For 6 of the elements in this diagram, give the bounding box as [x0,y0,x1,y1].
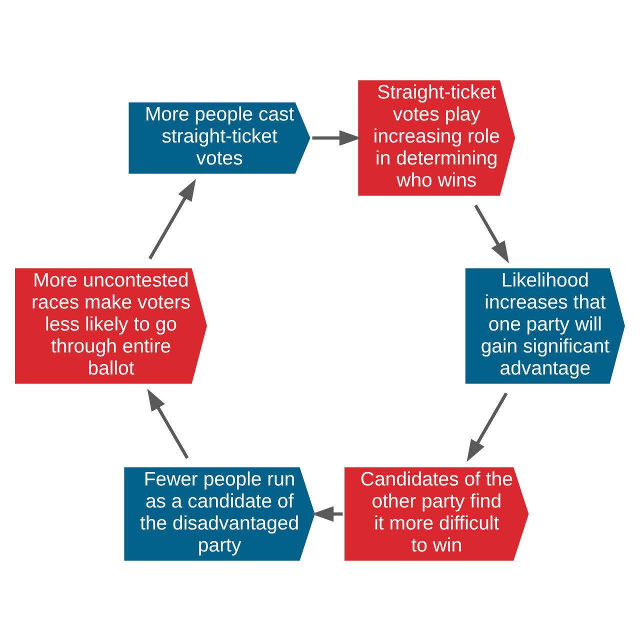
arrow [312,506,343,522]
arrow [148,178,196,259]
arrow [466,392,508,462]
arrow [147,388,189,458]
arrow [312,130,362,146]
arrow [474,204,510,263]
